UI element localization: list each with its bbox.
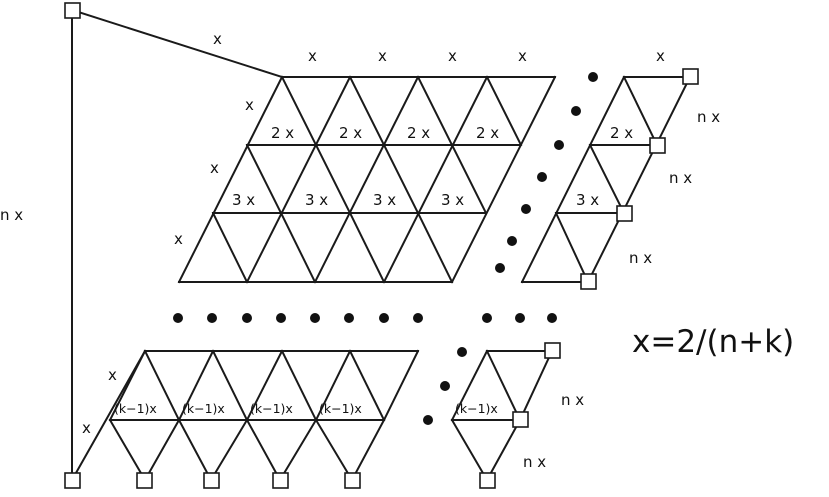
triangle-label-k-minus-1-x: (k−1)x bbox=[250, 401, 293, 416]
square-node bbox=[616, 205, 633, 222]
square-node bbox=[544, 342, 561, 359]
triangle-label-k-minus-1-x: (k−1)x bbox=[455, 401, 498, 416]
triangle-label-k-minus-1-x: (k−1)x bbox=[182, 401, 225, 416]
triangle-label-3x: 3 x bbox=[305, 191, 328, 209]
square-node bbox=[580, 273, 597, 290]
edge-label-x: x bbox=[82, 419, 91, 437]
lattice-edges bbox=[70, 8, 692, 483]
triangle-label-2x: 2 x bbox=[407, 124, 430, 142]
triangle-label-3x: 3 x bbox=[232, 191, 255, 209]
edge-label-x: x bbox=[656, 47, 665, 65]
ellipsis-dots bbox=[173, 72, 598, 425]
bottom-right-piece bbox=[450, 349, 554, 483]
square-node bbox=[203, 472, 220, 489]
edge-labels-nx: n x n x n x n x n x n x bbox=[0, 108, 720, 471]
triangle-label-2x: 2 x bbox=[476, 124, 499, 142]
triangle-label-2x: 2 x bbox=[610, 124, 633, 142]
edge-label-nx: n x bbox=[523, 453, 546, 471]
edge-label-x: x bbox=[245, 96, 254, 114]
edge-label-x: x bbox=[174, 230, 183, 248]
upper-right-column bbox=[520, 75, 692, 284]
formula: x=2/(n+k) bbox=[632, 324, 794, 360]
edge-label-x: x bbox=[378, 47, 387, 65]
square-node bbox=[512, 411, 529, 428]
edge-label-x: x bbox=[213, 30, 222, 48]
edge-label-nx: n x bbox=[669, 169, 692, 187]
upper-grid bbox=[177, 75, 557, 284]
edge-label-nx: n x bbox=[629, 249, 652, 267]
square-node bbox=[479, 472, 496, 489]
square-node bbox=[64, 2, 81, 19]
top-slanted-edge bbox=[70, 8, 284, 79]
triangle-label-k-minus-1-x: (k−1)x bbox=[114, 401, 157, 416]
triangle-label-3x: 3 x bbox=[441, 191, 464, 209]
edge-labels-x: x x x x x x x x x x x bbox=[82, 30, 665, 437]
edge-label-x: x bbox=[210, 159, 219, 177]
triangle-labels: 2 x 2 x 2 x 2 x 2 x 3 x 3 x 3 x 3 x 3 x … bbox=[114, 124, 633, 416]
triangle-label-2x: 2 x bbox=[271, 124, 294, 142]
edge-label-x: x bbox=[448, 47, 457, 65]
triangle-label-k-minus-1-x: (k−1)x bbox=[319, 401, 362, 416]
square-node bbox=[272, 472, 289, 489]
edge-label-x: x bbox=[518, 47, 527, 65]
square-node bbox=[649, 137, 666, 154]
boundary-squares bbox=[64, 2, 699, 489]
edge-label-nx: n x bbox=[561, 391, 584, 409]
edge-label-x: x bbox=[308, 47, 317, 65]
edge-label-nx: n x bbox=[0, 206, 23, 224]
square-node bbox=[136, 472, 153, 489]
square-node bbox=[64, 472, 81, 489]
edge-label-x: x bbox=[108, 366, 117, 384]
square-node bbox=[344, 472, 361, 489]
triangle-label-2x: 2 x bbox=[339, 124, 362, 142]
triangle-label-3x: 3 x bbox=[373, 191, 396, 209]
square-node bbox=[682, 68, 699, 85]
triangle-label-3x: 3 x bbox=[576, 191, 599, 209]
edge-label-nx: n x bbox=[697, 108, 720, 126]
